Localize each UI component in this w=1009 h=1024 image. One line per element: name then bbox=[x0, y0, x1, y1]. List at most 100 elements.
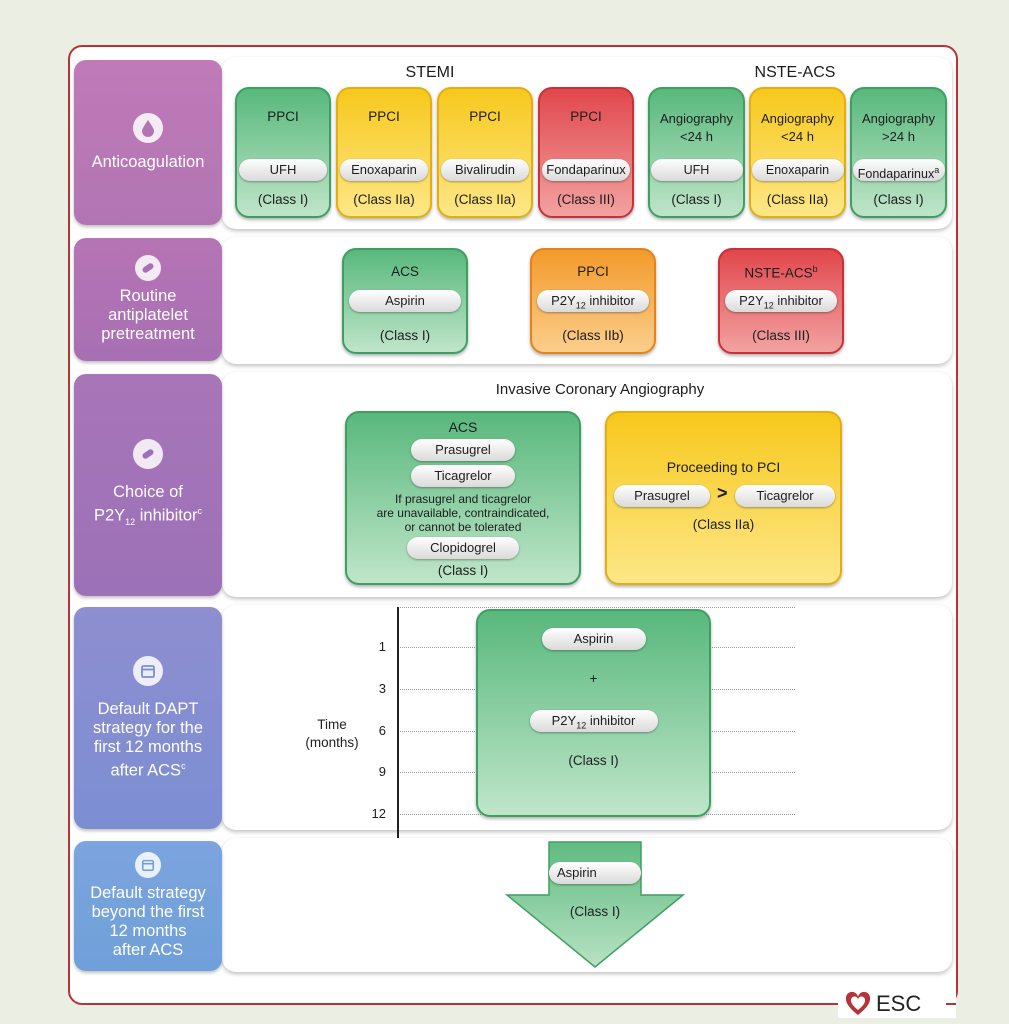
card-top-2: >24 h bbox=[882, 129, 915, 144]
drop-icon bbox=[133, 113, 163, 143]
label-text-2: antiplatelet bbox=[108, 306, 188, 324]
class-label: (Class III) bbox=[752, 328, 810, 343]
stemi-card-2: PPCI Enoxaparin (Class IIa) bbox=[336, 87, 432, 218]
ticagrelor-pill: Ticagrelor bbox=[411, 465, 515, 487]
label-text: Anticoagulation bbox=[91, 153, 205, 171]
clopidogrel-pill: Clopidogrel bbox=[407, 537, 519, 559]
label-pretreatment: Routine antiplatelet pretreatment bbox=[74, 238, 222, 361]
drug-pill: UFH bbox=[239, 159, 327, 181]
card-top: PPCI bbox=[267, 109, 299, 124]
class-label: (Class I) bbox=[379, 328, 431, 343]
class-label: (Class III) bbox=[557, 192, 615, 207]
class-label: (Class IIa) bbox=[692, 517, 755, 532]
pretreat-card-2: PPCI P2Y12 inhibitor (Class IIb) bbox=[530, 248, 656, 354]
prasugrel-pill: Prasugrel bbox=[411, 439, 515, 461]
class-label: (Class I) bbox=[568, 753, 619, 768]
aspirin-pill: Aspirin bbox=[549, 862, 641, 884]
card-top: PPCI bbox=[368, 109, 400, 124]
stemi-header: STEMI bbox=[405, 64, 455, 81]
nste-card-3: Angiography >24 h Fondaparinuxa (Class I) bbox=[850, 87, 947, 218]
drug-pill: Fondaparinux bbox=[542, 159, 630, 181]
calendar-icon bbox=[135, 852, 161, 878]
tick-gridline bbox=[400, 607, 795, 608]
time-tick: 9 bbox=[378, 764, 386, 779]
class-label: (Class IIa) bbox=[454, 192, 516, 207]
esc-logo: ESC bbox=[838, 990, 956, 1018]
class-label: (Class IIb) bbox=[562, 328, 624, 343]
class-label: (Class I) bbox=[257, 192, 309, 207]
prasugrel-pill: Prasugrel bbox=[614, 485, 710, 507]
aspirin-pill: Aspirin bbox=[541, 628, 646, 650]
label-text-4: after ACS bbox=[112, 941, 184, 959]
time-axis-label: Time (months) bbox=[305, 717, 359, 750]
stemi-card-3: PPCI Bivalirudin (Class IIa) bbox=[437, 87, 533, 218]
proceeding-pci-card: Proceeding to PCI Prasugrel > Ticagrelor… bbox=[605, 411, 842, 585]
pill-icon bbox=[135, 255, 161, 281]
class-label: (Class I) bbox=[873, 192, 924, 207]
class-label: (Class I) bbox=[671, 192, 722, 207]
pci-title: Proceeding to PCI bbox=[666, 459, 781, 475]
card-top: PPCI bbox=[570, 109, 602, 124]
drug-pill: P2Y12 inhibitor bbox=[537, 290, 649, 312]
drug-pill: Bivalirudin bbox=[441, 159, 529, 181]
card-top-1: Angiography bbox=[761, 111, 834, 126]
time-tick: 3 bbox=[378, 681, 386, 696]
acs-title: ACS bbox=[448, 419, 478, 435]
drug-pill: Aspirin bbox=[349, 290, 461, 312]
note-line-1: If prasugrel and ticagrelor bbox=[394, 492, 532, 506]
label-text-1: Default DAPT bbox=[97, 699, 199, 718]
class-label: (Class IIa) bbox=[353, 192, 415, 207]
plus-sign: + bbox=[589, 671, 598, 686]
note-line-2: are unavailable, contraindicated, bbox=[376, 506, 550, 520]
card-top-1: Angiography bbox=[862, 111, 935, 126]
class-label: (Class I) bbox=[437, 563, 489, 578]
label-text-1: Routine bbox=[119, 287, 177, 305]
drug-pill: Enoxaparin bbox=[340, 159, 428, 181]
dapt-card: Aspirin + P2Y12 inhibitor (Class I) bbox=[476, 609, 711, 817]
card-top: PPCI bbox=[577, 264, 609, 279]
time-tick: 12 bbox=[371, 806, 386, 821]
card-top: NSTE-ACSb bbox=[744, 264, 818, 281]
card-top-1: Angiography bbox=[660, 111, 733, 126]
label-text-3: pretreatment bbox=[101, 325, 195, 343]
nste-header: NSTE-ACS bbox=[754, 64, 836, 81]
greater-than-symbol: > bbox=[717, 483, 728, 503]
label-text-2: strategy for the bbox=[92, 718, 204, 737]
drug-pill: UFH bbox=[650, 159, 743, 181]
note-line-3: or cannot be tolerated bbox=[404, 520, 522, 534]
label-anticoagulation: Anticoagulation bbox=[74, 60, 222, 225]
choice-acs-card: ACS Prasugrel Ticagrelor If prasugrel an… bbox=[345, 411, 581, 585]
ticagrelor-pill: Ticagrelor bbox=[735, 485, 835, 507]
card-top: PPCI bbox=[469, 109, 501, 124]
label-text-1: Default strategy bbox=[90, 884, 206, 902]
time-axis-line bbox=[397, 607, 399, 959]
label-choice: Choice of P2Y12 inhibitorc bbox=[74, 374, 222, 596]
stemi-card-1: PPCI UFH (Class I) bbox=[235, 87, 331, 218]
label-text-4: after ACSc bbox=[110, 760, 186, 780]
label-text-2: beyond the first bbox=[91, 903, 205, 921]
logo-line bbox=[946, 1003, 956, 1005]
row-choice bbox=[222, 372, 952, 597]
drug-pill: Fondaparinuxa bbox=[852, 159, 945, 181]
stemi-card-4: PPCI Fondaparinux (Class III) bbox=[538, 87, 634, 218]
invasive-header: Invasive Coronary Angiography bbox=[495, 381, 705, 398]
label-text-2: P2Y12 inhibitorc bbox=[93, 505, 203, 527]
class-label: (Class IIa) bbox=[766, 192, 829, 207]
label-beyond: Default strategy beyond the first 12 mon… bbox=[74, 841, 222, 971]
pill-icon bbox=[133, 438, 163, 469]
label-text-1: Choice of bbox=[113, 482, 183, 501]
pretreat-card-1: ACS Aspirin (Class I) bbox=[342, 248, 468, 354]
heart-icon bbox=[845, 991, 871, 1015]
label-text-3: first 12 months bbox=[93, 737, 203, 756]
card-top: ACS bbox=[391, 264, 419, 279]
esc-text: ESC bbox=[876, 991, 922, 1016]
drug-pill: P2Y12 inhibitor bbox=[725, 290, 837, 312]
time-tick: 6 bbox=[378, 723, 386, 738]
label-dapt: Default DAPT strategy for the first 12 m… bbox=[74, 607, 222, 829]
time-tick: 1 bbox=[378, 639, 386, 654]
beyond-class-label: (Class I) bbox=[569, 904, 621, 919]
card-top-2: <24 h bbox=[781, 129, 814, 144]
